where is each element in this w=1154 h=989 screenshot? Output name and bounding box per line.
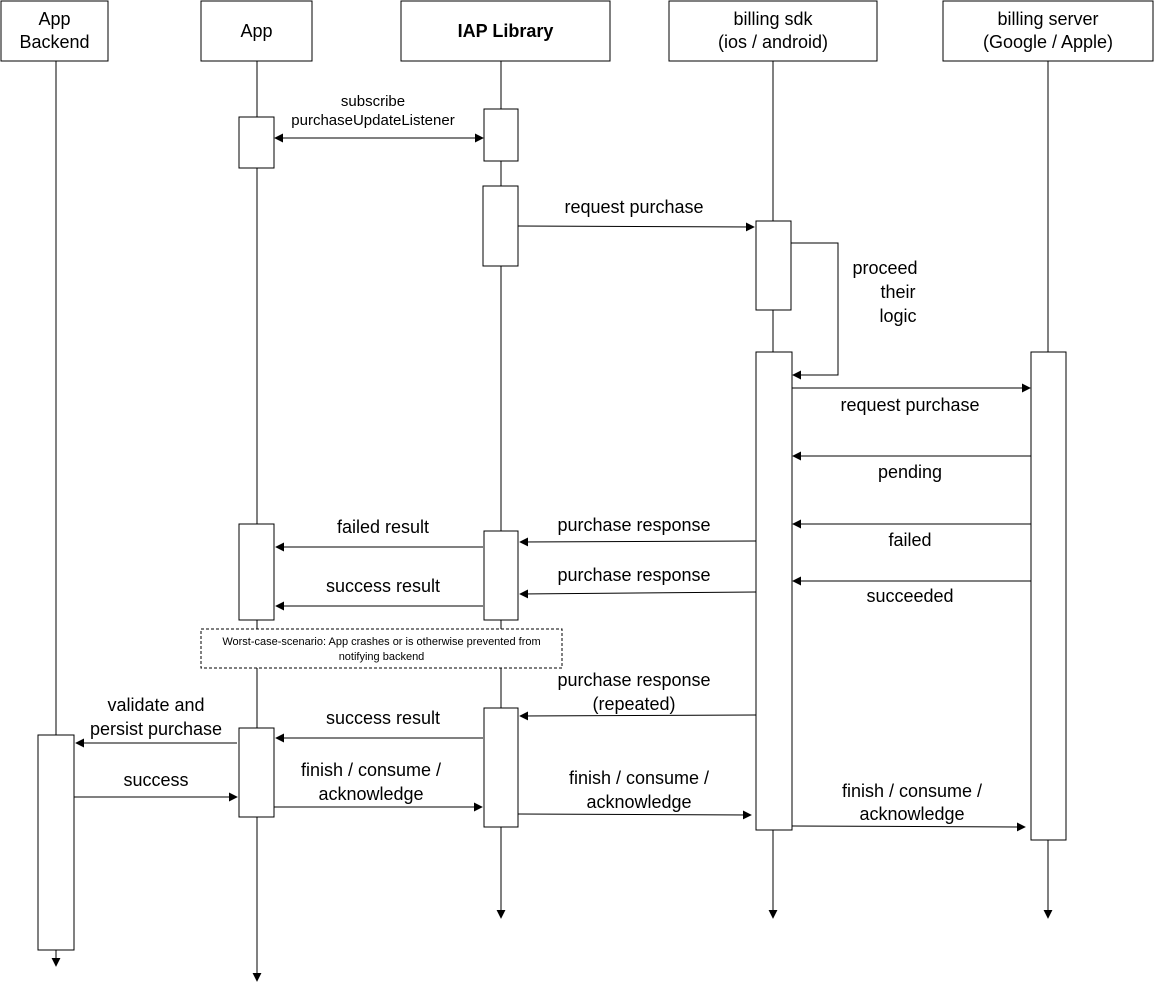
success-label: success bbox=[123, 770, 188, 790]
worst-case-note-line2: notifying backend bbox=[339, 651, 425, 663]
participant-billing-server-line1: billing server bbox=[997, 9, 1098, 29]
finish-app-iap-line1: finish / consume / bbox=[301, 760, 441, 780]
purchase-response-label-1: purchase response bbox=[557, 515, 710, 535]
finish-app-iap-line2: acknowledge bbox=[318, 784, 423, 804]
proceed-label-line3: logic bbox=[879, 306, 916, 326]
server-activation-main bbox=[1030, 351, 1067, 841]
purchase-response-arrow-1 bbox=[519, 537, 757, 547]
request-purchase-label-1: request purchase bbox=[564, 197, 703, 217]
purchase-response-repeated-line1: purchase response bbox=[557, 670, 710, 690]
participant-billing-sdk-line2: (ios / android) bbox=[718, 32, 828, 52]
iap-activation-request bbox=[482, 185, 519, 267]
succeeded-label: succeeded bbox=[866, 586, 953, 606]
participant-app-backend: App Backend bbox=[0, 0, 109, 62]
pending-label: pending bbox=[878, 462, 942, 482]
app-activation-finish bbox=[238, 727, 275, 818]
subscribe-label-line2: purchaseUpdateListener bbox=[291, 112, 454, 129]
finish-iap-sdk-line2: acknowledge bbox=[586, 792, 691, 812]
app-activation-results bbox=[238, 523, 275, 621]
purchase-response-repeated-arrow bbox=[519, 711, 757, 721]
validate-label-line1: validate and bbox=[107, 695, 204, 715]
worst-case-note-line1: Worst-case-scenario: App crashes or is o… bbox=[222, 636, 540, 648]
finish-iap-sdk-arrow bbox=[517, 810, 752, 820]
participant-app-backend-line1: App bbox=[38, 9, 70, 29]
sdk-activation-main bbox=[755, 351, 793, 831]
proceed-label-line2: their bbox=[880, 282, 915, 302]
finish-sdk-server-arrow bbox=[791, 822, 1026, 832]
success-result-label-2: success result bbox=[326, 708, 440, 728]
finish-sdk-server-line1: finish / consume / bbox=[842, 781, 982, 801]
validate-label-line2: persist purchase bbox=[90, 719, 222, 739]
participant-app: App bbox=[200, 0, 313, 62]
app-activation-subscribe bbox=[238, 116, 275, 169]
finish-iap-sdk-line1: finish / consume / bbox=[569, 768, 709, 788]
request-purchase-arrow-1 bbox=[517, 222, 755, 232]
iap-activation-results bbox=[483, 530, 519, 621]
finish-sdk-server-line2: acknowledge bbox=[859, 804, 964, 824]
proceed-logic-loop bbox=[791, 242, 839, 380]
participant-iap-library: IAP Library bbox=[400, 0, 611, 62]
participant-app-backend-line2: Backend bbox=[19, 32, 89, 52]
iap-activation-repeated bbox=[483, 707, 519, 828]
purchase-response-repeated-line2: (repeated) bbox=[592, 694, 675, 714]
participant-billing-server: billing server (Google / Apple) bbox=[942, 0, 1154, 62]
purchase-response-arrow-2 bbox=[519, 589, 757, 599]
subscribe-label-line1: subscribe bbox=[341, 93, 405, 110]
participant-iap-library-label: IAP Library bbox=[458, 21, 554, 41]
failed-label: failed bbox=[888, 530, 931, 550]
worst-case-note: Worst-case-scenario: App crashes or is o… bbox=[200, 628, 563, 669]
iap-activation-subscribe bbox=[483, 108, 519, 162]
success-result-label-1: success result bbox=[326, 576, 440, 596]
failed-result-label: failed result bbox=[337, 517, 429, 537]
backend-activation-validate bbox=[37, 734, 75, 951]
participant-billing-sdk-line1: billing sdk bbox=[733, 9, 813, 29]
request-purchase-label-2: request purchase bbox=[840, 395, 979, 415]
participant-app-label: App bbox=[240, 21, 272, 41]
participant-billing-sdk: billing sdk (ios / android) bbox=[668, 0, 878, 62]
sdk-activation-request bbox=[755, 220, 792, 311]
purchase-response-label-2: purchase response bbox=[557, 565, 710, 585]
participant-billing-server-line2: (Google / Apple) bbox=[983, 32, 1113, 52]
proceed-label-line1: proceed bbox=[852, 258, 917, 278]
